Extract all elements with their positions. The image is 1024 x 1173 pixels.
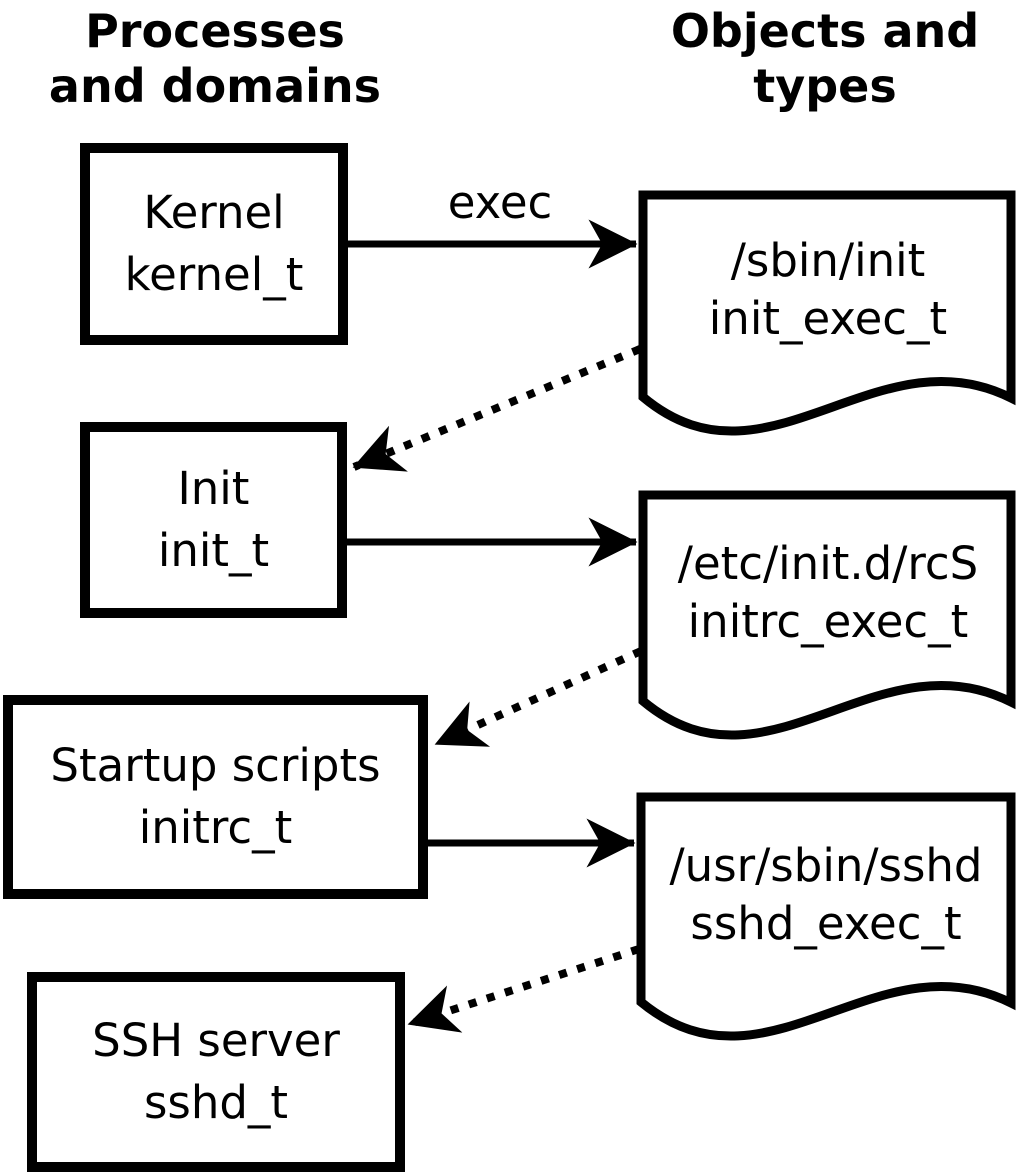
process-box-ssh-server bbox=[27, 972, 405, 1172]
object-path: /usr/sbin/sshd bbox=[669, 838, 983, 892]
object-path: /etc/init.d/rcS bbox=[677, 536, 979, 590]
init-box-label: Init init_t bbox=[80, 422, 347, 618]
ssh-server-box-label: SSH server sshd_t bbox=[27, 972, 405, 1172]
process-name: Startup scripts bbox=[50, 739, 381, 792]
right-column-header: Objects and types bbox=[670, 4, 980, 113]
object-doc-etc-initd-rcs bbox=[638, 490, 1016, 740]
exec-edge-label: exec bbox=[447, 176, 553, 229]
sbin-init-doc-label: /sbin/init init_exec_t bbox=[640, 190, 1016, 390]
object-type: sshd_exec_t bbox=[690, 896, 962, 950]
process-name: SSH server bbox=[92, 1014, 340, 1067]
startup-scripts-box-label: Startup scripts initrc_t bbox=[3, 695, 428, 899]
object-path: /sbin/init bbox=[730, 234, 926, 287]
object-doc-usr-sbin-sshd bbox=[636, 792, 1016, 1041]
usr-sbin-sshd-doc-label: /usr/sbin/sshd sshd_exec_t bbox=[638, 792, 1014, 997]
process-domain: init_t bbox=[157, 524, 270, 577]
transition-arrow-init-exec-to-init-t bbox=[352, 345, 642, 472]
process-name: Init bbox=[177, 462, 250, 515]
object-type: init_exec_t bbox=[708, 292, 948, 345]
object-doc-sbin-init bbox=[638, 190, 1016, 436]
process-box-init bbox=[80, 422, 347, 618]
process-domain: sshd_t bbox=[143, 1076, 289, 1129]
transition-arrow-initrc-exec-to-initrc-t bbox=[434, 647, 643, 748]
etc-initd-rcs-doc-label: /etc/init.d/rcS initrc_exec_t bbox=[640, 490, 1016, 695]
transition-arrow-sshd-exec-to-sshd-t bbox=[407, 945, 641, 1033]
left-column-header: Processes and domains bbox=[48, 4, 382, 113]
process-name: Kernel bbox=[143, 186, 285, 239]
process-domain: initrc_t bbox=[138, 801, 293, 854]
process-box-startup-scripts bbox=[3, 695, 428, 899]
process-domain: kernel_t bbox=[124, 248, 304, 301]
object-type: initrc_exec_t bbox=[687, 594, 969, 648]
kernel-box-label: Kernel kernel_t bbox=[80, 143, 348, 345]
process-box-kernel bbox=[80, 143, 348, 345]
